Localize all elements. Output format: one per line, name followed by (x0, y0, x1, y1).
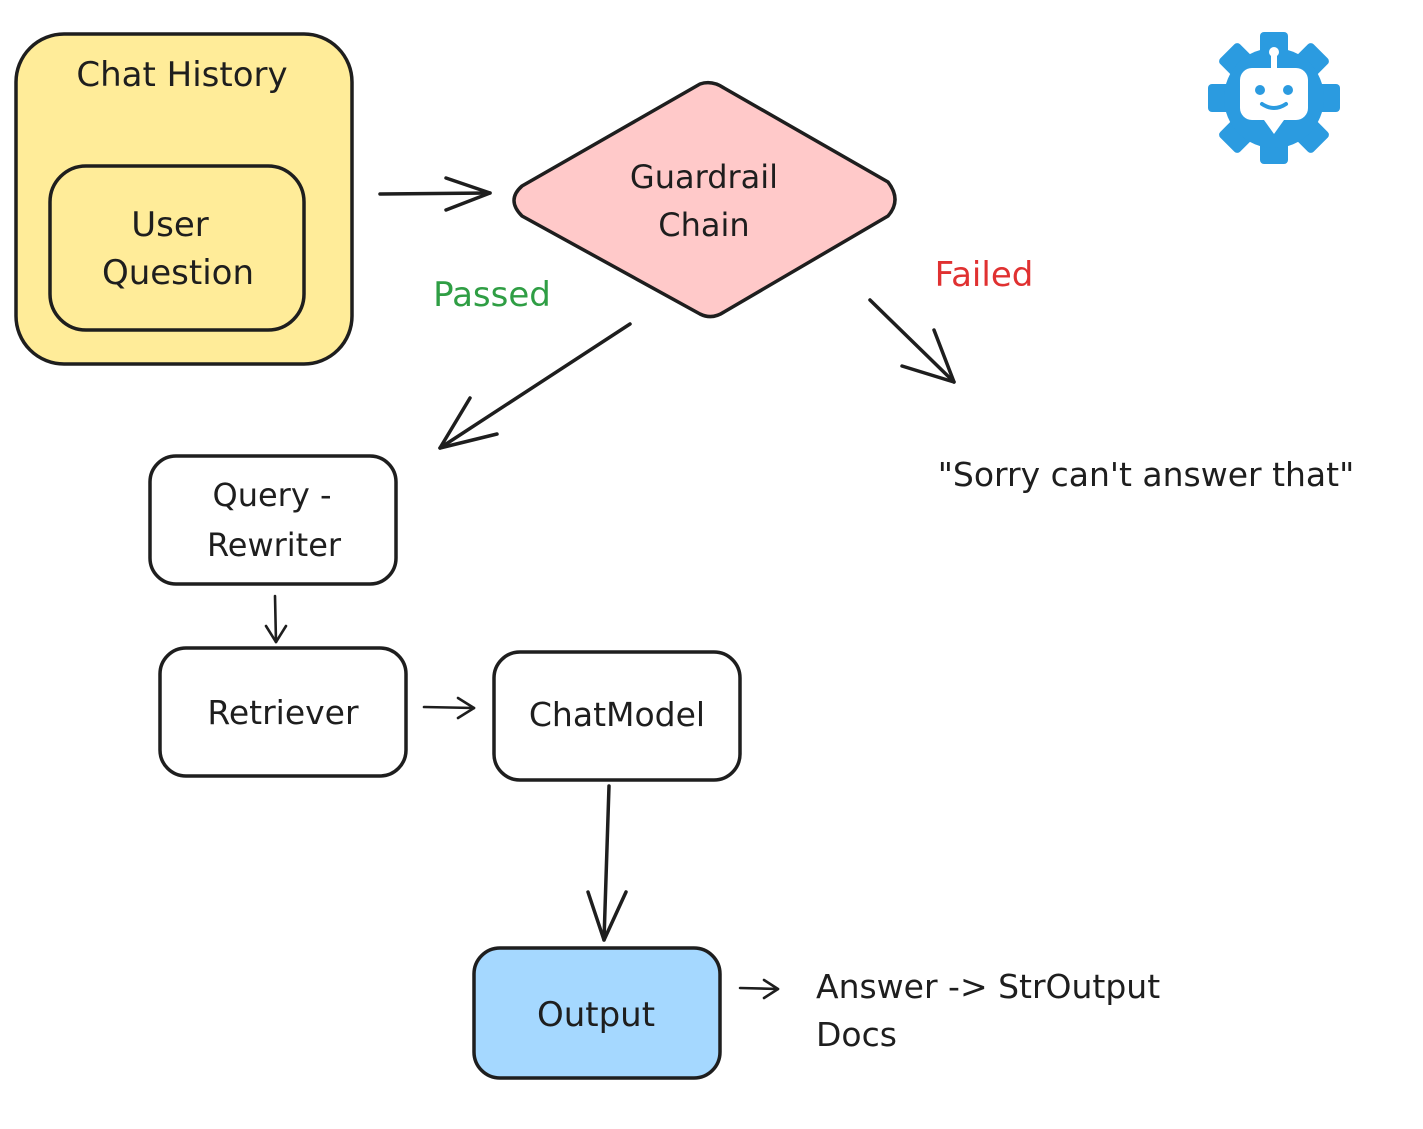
output-desc-line2: Docs (816, 1015, 897, 1054)
arrow-history-to-guardrail (378, 176, 492, 212)
arrow-output-to-desc (738, 978, 780, 1000)
retriever-box (158, 646, 408, 778)
query-rewriter-box (148, 454, 398, 586)
sorry-text: "Sorry can't answer that" (938, 455, 1355, 494)
query-rewriter-line1: Query - (213, 476, 332, 514)
user-question-box (48, 164, 306, 332)
chat-history-label: Chat History (76, 55, 287, 95)
arrow-retriever-to-chatmodel (422, 696, 476, 720)
guardrail-line2: Chain (658, 206, 749, 244)
retriever-node: Retriever (158, 646, 408, 778)
user-question-line1: User (131, 205, 209, 245)
robot-gear-icon (1208, 32, 1340, 164)
arrow-passed (438, 322, 632, 450)
query-rewriter-line2: Rewriter (207, 526, 342, 564)
failed-label: Failed (935, 255, 1034, 295)
guardrail-chain-node: Guardrail Chain (512, 80, 897, 319)
arrow-failed (868, 298, 956, 384)
guardrail-diamond (512, 80, 897, 319)
user-question-line2: Question (102, 253, 254, 293)
chatmodel-box (492, 650, 742, 782)
output-label: Output (537, 995, 655, 1035)
output-box (472, 946, 722, 1080)
chatmodel-node: ChatModel (492, 650, 742, 782)
chatmodel-label: ChatModel (529, 695, 705, 734)
retriever-label: Retriever (207, 693, 359, 732)
passed-label: Passed (433, 275, 551, 315)
query-rewriter-node: Query - Rewriter (148, 454, 398, 586)
guardrail-line1: Guardrail (630, 158, 778, 196)
output-node: Output (472, 946, 722, 1080)
arrow-rewriter-to-retriever (264, 594, 288, 644)
arrow-chatmodel-to-output (586, 784, 628, 942)
output-desc-line1: Answer -> StrOutput (816, 967, 1160, 1006)
user-question-node: User Question (48, 164, 306, 332)
